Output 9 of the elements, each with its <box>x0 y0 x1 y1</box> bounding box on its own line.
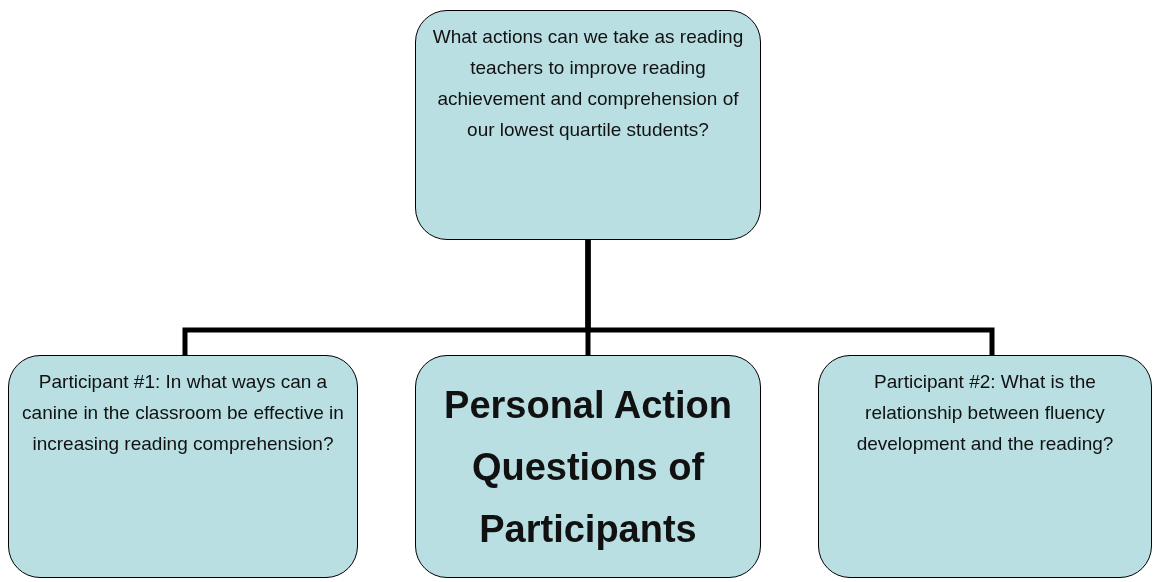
question-box <box>8 355 358 578</box>
connector-line <box>585 240 995 355</box>
question-text: Participant #2: What is the relationship between fluency development and the reading? <box>855 370 1115 456</box>
question-text: Participant #1: In what ways can a canine in the classroom be effective in increasing reading comprehension? <box>21 370 345 456</box>
question-box <box>818 355 1152 578</box>
question-box <box>415 355 761 578</box>
question-box <box>415 10 761 240</box>
heading-text: Personal Action Questions of Participants <box>443 382 733 552</box>
question-text: What actions can we take as reading teachers to improve reading achievement and comprehension of our lowest quartile students? <box>431 25 745 142</box>
